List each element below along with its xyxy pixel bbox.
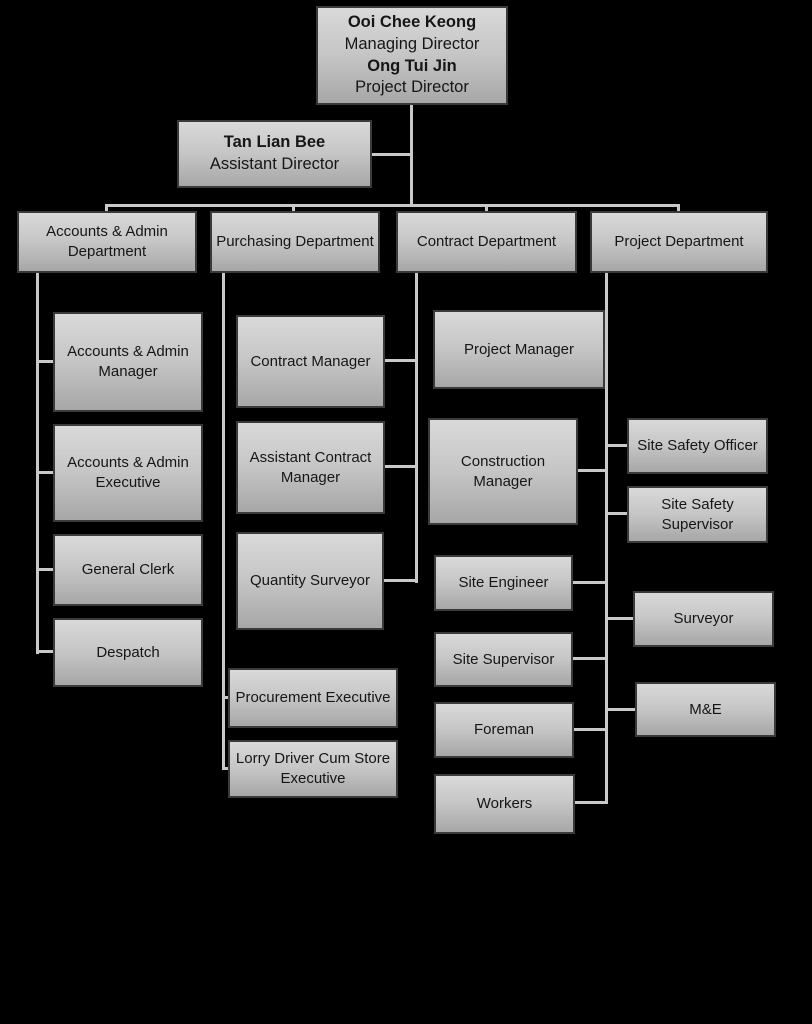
director-name-2: Ong Tui Jin bbox=[367, 56, 457, 75]
connector-stub-construction-manager bbox=[576, 469, 607, 472]
connector-stub-m-and-e bbox=[606, 708, 637, 711]
connector-stub-site-supervisor bbox=[571, 657, 607, 660]
assistant-contract-manager-label: Assistant Contract Manager bbox=[249, 448, 372, 486]
connector-top-rail bbox=[105, 204, 680, 207]
site-supervisor-label: Site Supervisor bbox=[452, 650, 555, 668]
org-box-dept-purchasing: Purchasing Department bbox=[210, 211, 380, 273]
director-title-1: Managing Director bbox=[344, 34, 480, 53]
connector-rail-drop-purchasing bbox=[292, 204, 295, 213]
dept-project-label: Project Department bbox=[614, 233, 744, 251]
accounts-admin-manager-label: Accounts & Admin Manager bbox=[67, 343, 189, 380]
org-box-site-safety-officer: Site Safety Officer bbox=[627, 418, 768, 474]
site-safety-officer-label: Site Safety Officer bbox=[637, 437, 758, 455]
connector-project-spine bbox=[605, 271, 608, 804]
construction-manager-label: Construction Manager bbox=[460, 452, 546, 490]
org-box-foreman: Foreman bbox=[434, 702, 574, 758]
org-box-quantity-surveyor: Quantity Surveyor bbox=[236, 532, 384, 630]
org-box-site-supervisor: Site Supervisor bbox=[434, 632, 573, 687]
org-box-surveyor: Surveyor bbox=[633, 591, 774, 647]
m-and-e-label: M&E bbox=[689, 700, 722, 718]
connector-stub-lorry-driver bbox=[222, 767, 231, 770]
connector-purchasing-spine bbox=[222, 271, 225, 770]
org-box-contract-manager: Contract Manager bbox=[236, 315, 385, 408]
connector-stub-site-safety-supervisor bbox=[606, 512, 629, 515]
org-box-procurement-executive: Procurement Executive bbox=[228, 668, 398, 728]
connector-stub-general-clerk bbox=[36, 568, 55, 571]
connector-rail-drop-project bbox=[677, 204, 680, 213]
project-manager-label: Project Manager bbox=[463, 340, 575, 358]
org-box-despatch: Despatch bbox=[53, 618, 203, 687]
connector-stub-accounts-executive bbox=[36, 471, 55, 474]
connector-stub-accounts-manager bbox=[36, 360, 55, 363]
org-box-workers: Workers bbox=[434, 774, 575, 834]
connector-stub-site-safety-officer bbox=[606, 444, 629, 447]
general-clerk-label: General Clerk bbox=[81, 561, 175, 579]
org-box-accounts-admin-executive: Accounts & Admin Executive bbox=[53, 424, 203, 522]
org-box-site-engineer: Site Engineer bbox=[434, 555, 573, 611]
connector-stub-foreman bbox=[572, 728, 607, 731]
org-box-managing-director: Ooi Chee Keong Managing Director Ong Tui… bbox=[316, 6, 508, 105]
lorry-driver-cum-store-executive-label: Lorry Driver Cum Store Executive bbox=[235, 750, 391, 787]
connector-stub-assistant-contract-manager bbox=[383, 465, 417, 468]
connector-stub-workers bbox=[573, 801, 607, 804]
dept-accounts-admin-label: Accounts & Admin Department bbox=[46, 223, 168, 260]
connector-accounts-spine bbox=[36, 271, 39, 654]
org-box-project-manager: Project Manager bbox=[433, 310, 605, 389]
connector-contract-spine bbox=[415, 271, 418, 583]
connector-stub-contract-manager bbox=[383, 359, 417, 362]
despatch-label: Despatch bbox=[96, 643, 160, 661]
accounts-admin-executive-label: Accounts & Admin Executive bbox=[67, 454, 189, 491]
site-engineer-label: Site Engineer bbox=[458, 574, 549, 592]
surveyor-label: Surveyor bbox=[673, 610, 734, 628]
procurement-executive-label: Procurement Executive bbox=[235, 689, 391, 707]
contract-manager-label: Contract Manager bbox=[250, 352, 371, 370]
org-box-assistant-contract-manager: Assistant Contract Manager bbox=[236, 421, 385, 514]
quantity-surveyor-label: Quantity Surveyor bbox=[249, 572, 371, 590]
org-box-accounts-admin-manager: Accounts & Admin Manager bbox=[53, 312, 203, 412]
org-box-general-clerk: General Clerk bbox=[53, 534, 203, 606]
connector-stub-surveyor bbox=[606, 617, 635, 620]
director-title-2: Project Director bbox=[355, 78, 469, 97]
org-box-site-safety-supervisor: Site Safety Supervisor bbox=[627, 486, 768, 543]
org-box-dept-project: Project Department bbox=[590, 211, 768, 273]
assistant-director-name: Tan Lian Bee bbox=[223, 133, 326, 152]
org-box-assistant-director: Tan Lian Bee Assistant Director bbox=[177, 120, 372, 188]
director-name-1: Ooi Chee Keong bbox=[347, 12, 477, 31]
connector-stub-site-engineer bbox=[571, 581, 607, 584]
connector-stub-procurement-executive bbox=[222, 696, 231, 699]
org-box-construction-manager: Construction Manager bbox=[428, 418, 578, 525]
org-box-lorry-driver-cum-store-executive: Lorry Driver Cum Store Executive bbox=[228, 740, 398, 798]
org-box-dept-contract: Contract Department bbox=[396, 211, 577, 273]
assistant-director-title: Assistant Director bbox=[209, 155, 340, 173]
connector-assistant-stub bbox=[372, 153, 412, 156]
org-box-m-and-e: M&E bbox=[635, 682, 776, 737]
connector-stub-quantity-surveyor bbox=[382, 579, 417, 582]
foreman-label: Foreman bbox=[473, 721, 535, 739]
dept-contract-label: Contract Department bbox=[416, 233, 557, 251]
workers-label: Workers bbox=[476, 795, 533, 813]
connector-stub-despatch bbox=[36, 650, 55, 653]
connector-rail-drop-contract bbox=[485, 204, 488, 213]
dept-purchasing-label: Purchasing Department bbox=[216, 233, 374, 251]
site-safety-supervisor-label: Site Safety Supervisor bbox=[661, 495, 734, 533]
org-box-dept-accounts-admin: Accounts & Admin Department bbox=[17, 211, 197, 273]
connector-rail-drop-accounts bbox=[105, 204, 108, 213]
